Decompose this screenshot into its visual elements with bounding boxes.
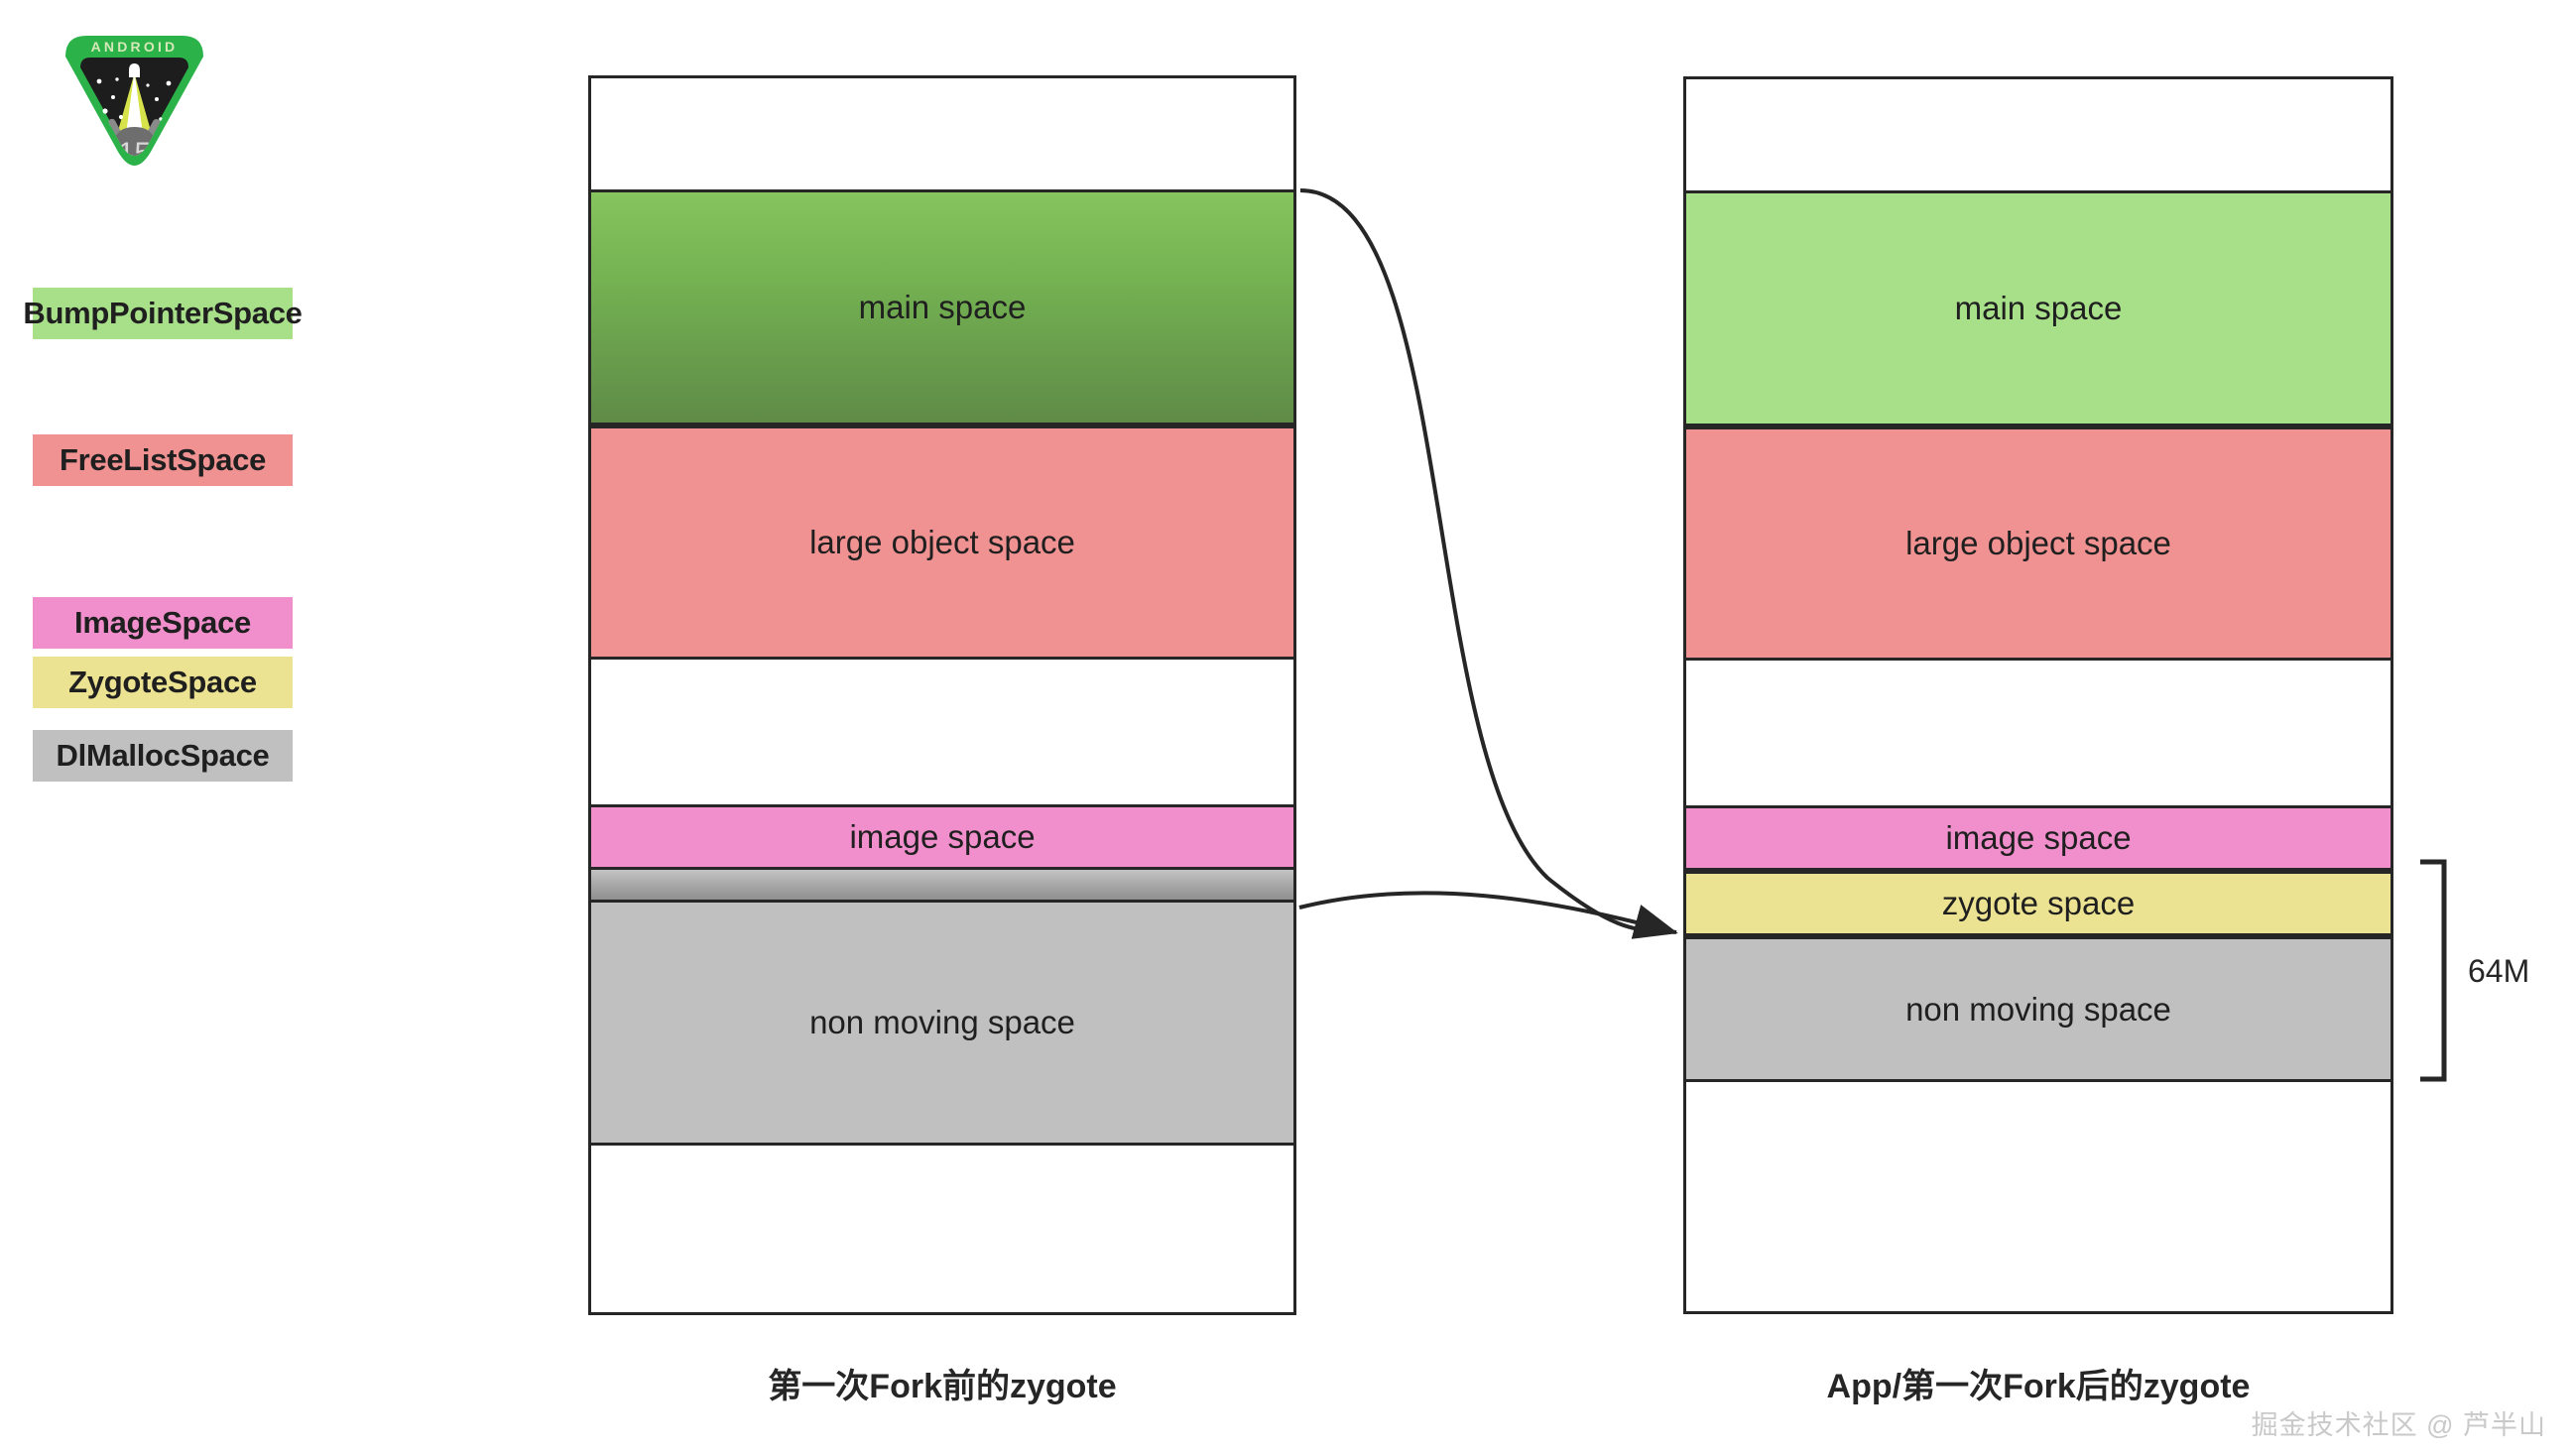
band-label: non moving space bbox=[1905, 990, 2171, 1028]
legend-label: FreeListSpace bbox=[59, 442, 267, 477]
android-15-logo: 15 ANDROID bbox=[48, 28, 221, 179]
caption-zygote-after-fork: App/第一次Fork后的zygote bbox=[1683, 1359, 2393, 1407]
logo-version-number: 15 bbox=[118, 137, 151, 170]
band-main-space: main space bbox=[591, 189, 1293, 425]
legend-item-freelistspace: FreeListSpace bbox=[33, 434, 293, 486]
logo-rocket bbox=[129, 63, 140, 77]
bracket-path bbox=[2420, 859, 2447, 1082]
legend-item-bumppointerspace: BumpPointerSpace bbox=[23, 288, 303, 339]
bracket-svg bbox=[2420, 859, 2447, 1082]
caption-text: 第一次Fork前的zygote bbox=[768, 1368, 1117, 1405]
legend-label: DlMallocSpace bbox=[56, 738, 270, 773]
band-large-object-space: large object space bbox=[591, 425, 1293, 660]
caption-text: App/第一次Fork后的zygote bbox=[1826, 1368, 2251, 1405]
legend-item-zygotespace: ZygoteSpace bbox=[33, 657, 293, 708]
size-bracket bbox=[2416, 859, 2450, 1082]
band-large-object-space: large object space bbox=[1686, 426, 2390, 661]
band-empty-middle bbox=[1686, 661, 2390, 805]
band-label: main space bbox=[1954, 290, 2123, 326]
memory-map-zygote-after-fork: main space large object space image spac… bbox=[1683, 76, 2393, 1314]
size-label-text: 64M bbox=[2468, 953, 2530, 989]
band-label: image space bbox=[849, 818, 1036, 855]
legend-item-dlmallocspace: DlMallocSpace bbox=[33, 730, 293, 782]
band-empty-middle bbox=[591, 660, 1293, 804]
watermark: 掘金技术社区 @ 芦半山 bbox=[2252, 1403, 2546, 1442]
band-zygote-slot-empty bbox=[591, 870, 1293, 900]
band-main-space: main space bbox=[1686, 190, 2390, 426]
band-label: large object space bbox=[809, 524, 1075, 560]
band-empty-bottom bbox=[1686, 1082, 2390, 1316]
caption-zygote-before-fork: 第一次Fork前的zygote bbox=[588, 1359, 1296, 1407]
arrow-zygote-slot-to-zygote-space bbox=[1298, 891, 1678, 939]
legend-label: ZygoteSpace bbox=[68, 665, 257, 699]
band-image-space: image space bbox=[591, 804, 1293, 870]
watermark-text: 掘金技术社区 @ 芦半山 bbox=[2251, 1410, 2546, 1440]
logo-wordmark: ANDROID bbox=[91, 39, 179, 55]
band-label: non moving space bbox=[809, 1004, 1075, 1040]
band-empty-top bbox=[591, 78, 1293, 189]
band-empty-bottom bbox=[591, 1146, 1293, 1315]
legend-label: ImageSpace bbox=[74, 605, 251, 640]
band-non-moving-space: non moving space bbox=[1686, 936, 2390, 1082]
logo-android-head bbox=[108, 118, 161, 156]
android-logo-svg: 15 ANDROID bbox=[65, 36, 203, 170]
legend-item-imagespace: ImageSpace bbox=[33, 597, 293, 649]
band-label: zygote space bbox=[1941, 885, 2136, 921]
band-image-space: image space bbox=[1686, 805, 2390, 871]
band-label: large object space bbox=[1905, 525, 2171, 561]
size-label-64m: 64M bbox=[2468, 953, 2529, 990]
band-label: image space bbox=[1945, 819, 2132, 856]
band-zygote-space: zygote space bbox=[1686, 871, 2390, 936]
band-empty-top bbox=[1686, 79, 2390, 190]
band-non-moving-space: non moving space bbox=[591, 900, 1293, 1146]
memory-map-zygote-before-fork: main space large object space image spac… bbox=[588, 75, 1296, 1315]
arrow-main-space-to-zygote-space bbox=[1299, 188, 1677, 934]
band-label: main space bbox=[858, 289, 1027, 325]
legend-label: BumpPointerSpace bbox=[23, 296, 303, 330]
